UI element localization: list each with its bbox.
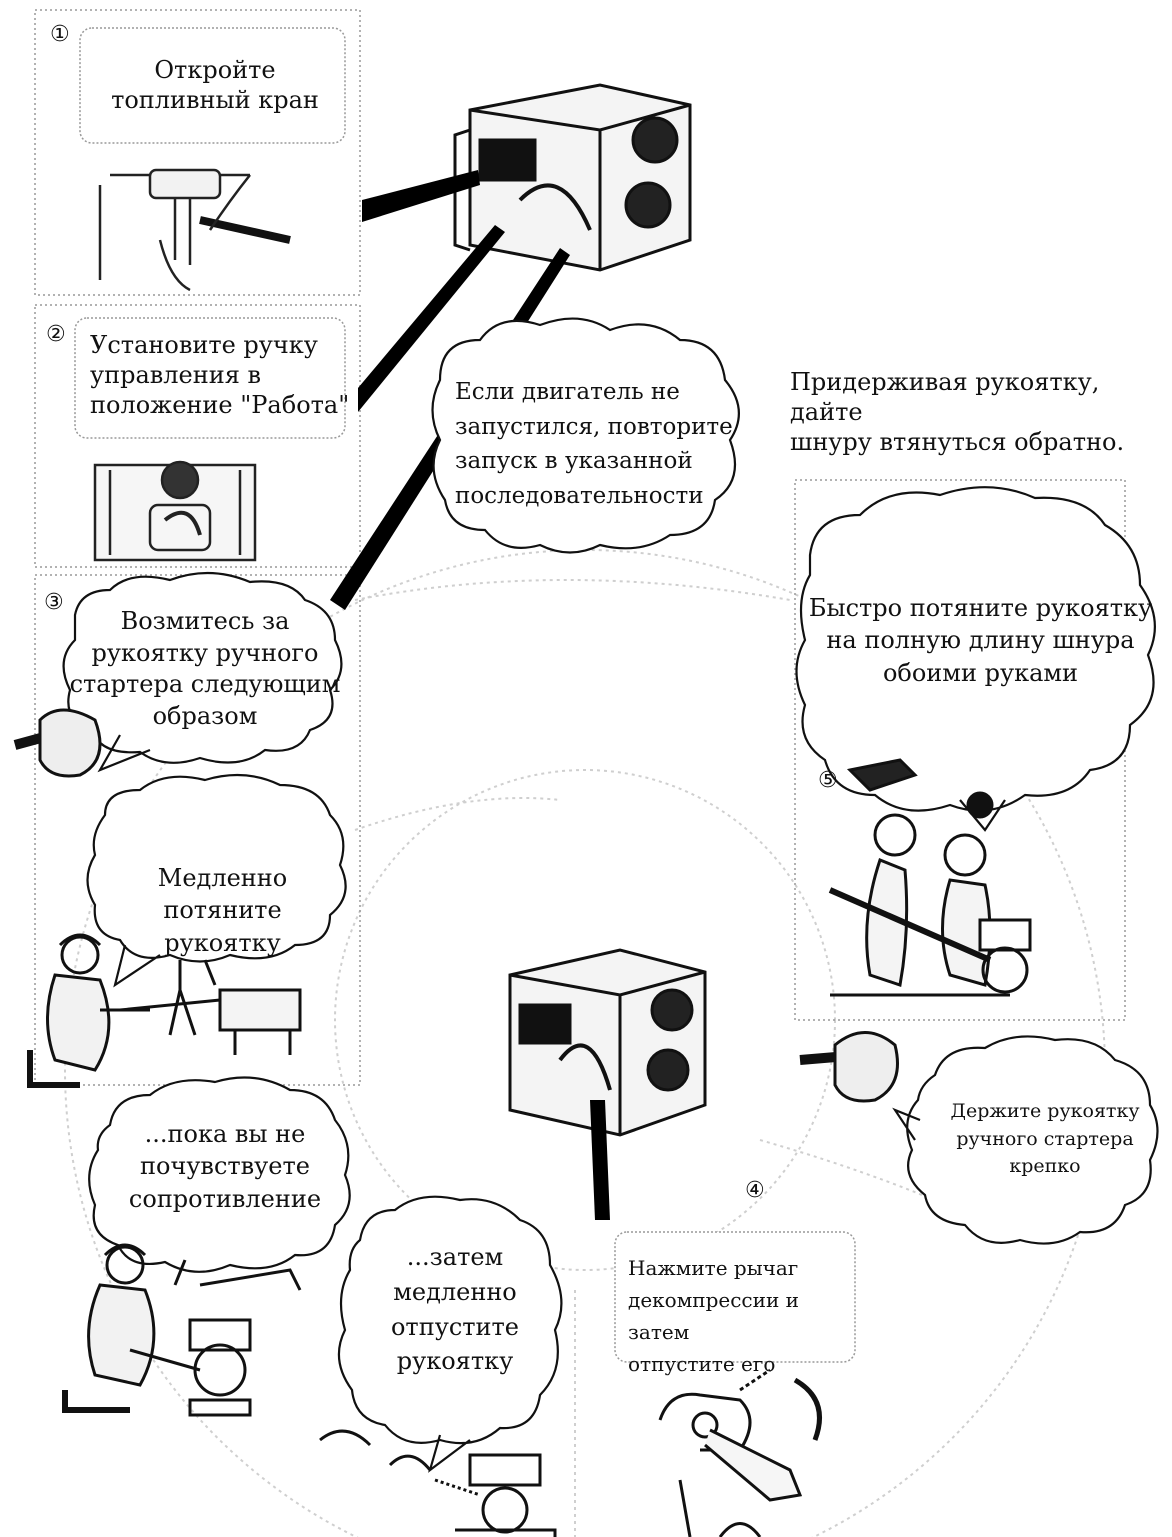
note-line: Придерживая рукоятку, дайте bbox=[790, 367, 1170, 427]
bubble-line: обоими руками bbox=[808, 657, 1153, 689]
bubble-line: запустился, повторите bbox=[455, 410, 740, 445]
control-knob-illustration bbox=[95, 462, 255, 560]
note-return: Придерживая рукоятку, дайте шнуру втянут… bbox=[790, 367, 1170, 457]
bubble-line: запуск в указанной bbox=[455, 444, 740, 479]
bubble-line: Быстро потяните рукоятку bbox=[808, 592, 1153, 624]
step-2-line: управления в bbox=[90, 360, 350, 390]
bubble-line: Если двигатель не bbox=[455, 375, 740, 410]
step-2-line: положение "Работа" bbox=[90, 390, 350, 420]
bubble-line: отпустите bbox=[360, 1310, 550, 1345]
step-4-line: отпустите его bbox=[628, 1348, 863, 1380]
step-2-line: Установите ручку bbox=[90, 330, 350, 360]
bubble-line: Возмитесь за bbox=[65, 606, 345, 638]
note-line: шнуру втянуться обратно. bbox=[790, 427, 1170, 457]
bubble-slow-pull-text: Медленно потяните рукоятку bbox=[95, 862, 350, 959]
bubble-grip-text: Возмитесь за рукоятку ручного стартера с… bbox=[65, 606, 345, 733]
decompression-lever-sketch bbox=[660, 1370, 820, 1537]
bubble-line: рукоятку bbox=[95, 927, 350, 959]
bubble-line: ручного стартера bbox=[935, 1126, 1155, 1154]
step-5-number: ⑤ bbox=[818, 768, 838, 793]
bubble-resistance-text: ...пока вы не почувствуете сопротивление bbox=[110, 1118, 340, 1215]
bubble-line: рукоятку bbox=[360, 1344, 550, 1379]
bubble-release-text: ...затем медленно отпустите рукоятку bbox=[360, 1240, 550, 1379]
bubble-line: Держите рукоятку bbox=[935, 1098, 1155, 1126]
step-1-number: ① bbox=[50, 22, 70, 47]
bubble-line: стартера следующим bbox=[65, 669, 345, 701]
bubble-line: ...затем bbox=[360, 1240, 550, 1275]
bubble-line: образом bbox=[65, 701, 345, 733]
step-1-instruction: Откройте топливный кран bbox=[90, 55, 340, 115]
bubble-line: рукоятку ручного bbox=[65, 638, 345, 670]
bubble-retry-text: Если двигатель не запустился, повторите … bbox=[455, 375, 740, 513]
bubble-line: ...пока вы не bbox=[110, 1118, 340, 1150]
step-4-number: ④ bbox=[745, 1178, 765, 1203]
hand-grip-sketch-right bbox=[800, 1033, 898, 1102]
step-4-line: декомпрессии и затем bbox=[628, 1284, 863, 1348]
generator-illustration-center bbox=[510, 950, 705, 1135]
step-3-number: ③ bbox=[44, 590, 64, 615]
bubble-line: на полную длину шнура bbox=[808, 624, 1153, 656]
fuel-valve-illustration bbox=[100, 170, 290, 290]
bubble-line: крепко bbox=[935, 1153, 1155, 1181]
step-2-instruction: Установите ручку управления в положение … bbox=[90, 330, 350, 420]
bubble-line: сопротивление bbox=[110, 1183, 340, 1215]
bubble-line: Медленно потяните bbox=[95, 862, 350, 927]
step-4-line: Нажмите рычаг bbox=[628, 1252, 863, 1284]
step-4-instruction: Нажмите рычаг декомпрессии и затем отпус… bbox=[628, 1252, 863, 1380]
bubble-line: почувствуете bbox=[110, 1150, 340, 1182]
bubble-hold-firm-text: Держите рукоятку ручного стартера крепко bbox=[935, 1098, 1155, 1181]
step-1-line: Откройте bbox=[90, 55, 340, 85]
bubble-line: последовательности bbox=[455, 479, 740, 514]
step-1-line: топливный кран bbox=[90, 85, 340, 115]
bubble-line: медленно bbox=[360, 1275, 550, 1310]
bubble-fast-pull-text: Быстро потяните рукоятку на полную длину… bbox=[808, 592, 1153, 689]
step-2-number: ② bbox=[46, 322, 66, 347]
